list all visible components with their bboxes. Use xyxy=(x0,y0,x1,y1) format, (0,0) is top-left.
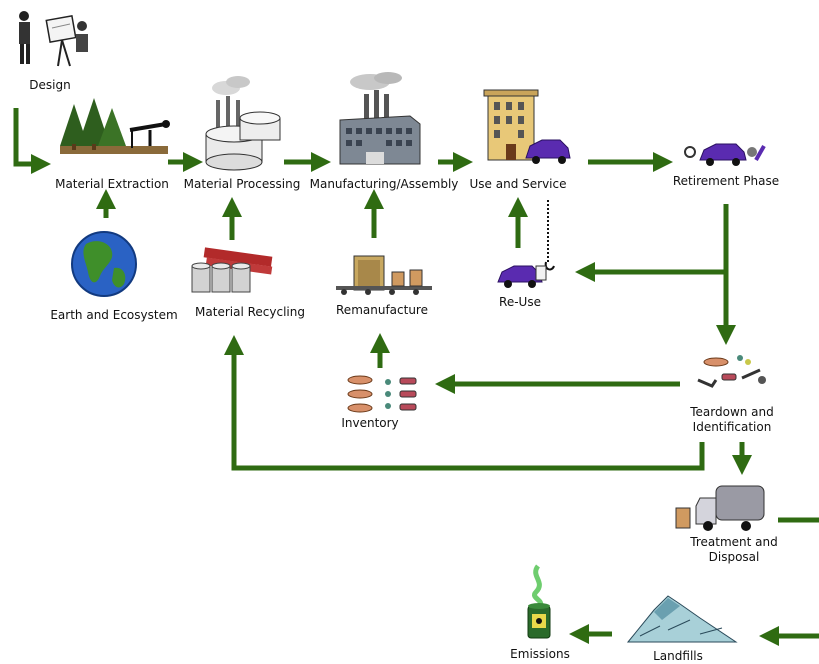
recycling-icon xyxy=(191,247,273,293)
landfill-icon xyxy=(626,595,738,643)
node-re-use: Re-Use xyxy=(499,295,541,309)
designers-icon xyxy=(19,11,88,67)
remanufacture-icon xyxy=(336,255,432,295)
inventory-icon xyxy=(347,375,417,413)
node-teardown-and-identification: Teardown and Identification xyxy=(690,405,774,434)
node-landfills: Landfills xyxy=(653,649,703,663)
building-car-icon xyxy=(483,89,571,164)
node-material-recycling: Material Recycling xyxy=(195,305,305,319)
retired-car-icon xyxy=(684,143,766,166)
node-earth-and-ecosystem: Earth and Ecosystem xyxy=(50,308,178,322)
node-emissions: Emissions xyxy=(510,647,570,661)
node-retirement-phase: Retirement Phase xyxy=(672,174,780,188)
extraction-icon xyxy=(60,98,170,154)
node-material-extraction: Material Extraction xyxy=(55,177,169,191)
emissions-icon xyxy=(527,564,551,639)
arrow-teardown-to-recycling xyxy=(224,335,705,471)
node-material-processing: Material Processing xyxy=(183,177,301,191)
garbage-truck-icon xyxy=(675,485,765,531)
arrow-design-to-extraction xyxy=(13,108,51,174)
node-design: Design xyxy=(29,78,71,92)
node-inventory: Inventory xyxy=(341,416,399,430)
node-manufacturing-assembly: Manufacturing/Assembly xyxy=(309,177,459,191)
processing-icon xyxy=(205,76,281,171)
node-use-and-service: Use and Service xyxy=(469,177,567,191)
node-remanufacture: Remanufacture xyxy=(336,303,428,317)
factory-icon xyxy=(339,72,421,165)
node-treatment-and-disposal: Treatment and Disposal xyxy=(690,535,778,564)
tow-truck-icon xyxy=(497,200,555,288)
earth-icon xyxy=(71,231,137,297)
teardown-icon xyxy=(697,355,766,388)
